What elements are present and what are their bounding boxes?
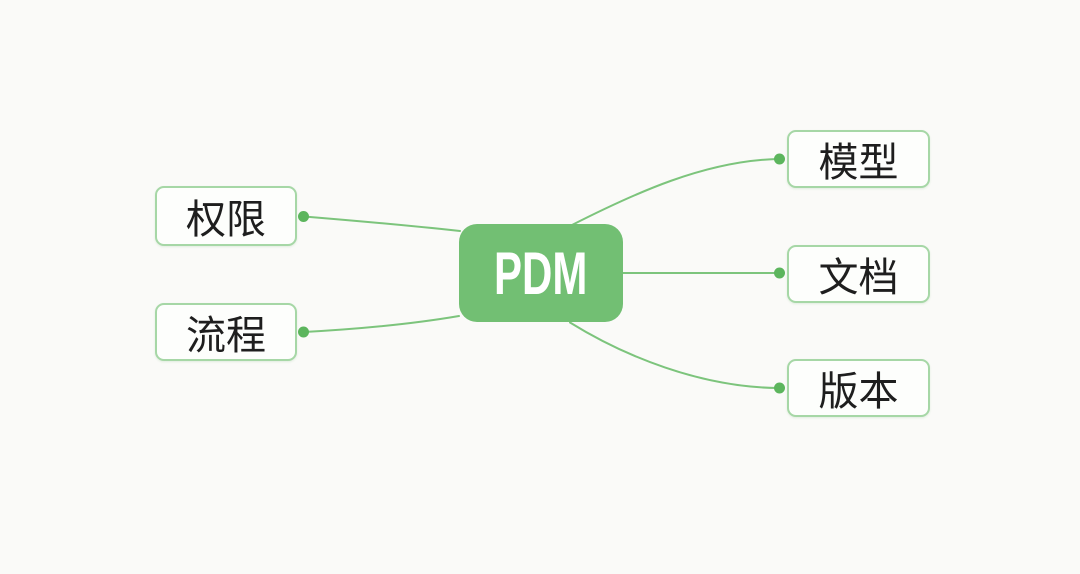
anchor-dot-permission: [298, 211, 309, 222]
topic-version[interactable]: 版本: [787, 359, 930, 417]
edge-root-to-permission: [303, 215, 461, 232]
topic-permission[interactable]: 权限: [155, 186, 297, 246]
edge-root-to-process: [303, 315, 460, 333]
anchor-dot-model: [774, 153, 785, 165]
root-topic-label: PDM: [494, 239, 588, 307]
topic-label: 文档: [818, 256, 899, 300]
topic-label: 版本: [818, 370, 899, 414]
anchor-dot-process: [298, 326, 309, 338]
topic-label: 流程: [186, 314, 266, 358]
topic-document[interactable]: 文档: [787, 245, 930, 303]
edge-root-to-model: [571, 158, 778, 226]
topic-model[interactable]: 模型: [787, 130, 930, 188]
anchor-dot-document: [774, 267, 785, 279]
topic-label: 模型: [818, 141, 899, 185]
topic-label: 权限: [186, 198, 266, 242]
anchor-dot-version: [774, 382, 785, 394]
root-topic-pdm[interactable]: PDM: [459, 224, 623, 322]
topic-process[interactable]: 流程: [155, 303, 297, 361]
edge-root-to-version: [569, 321, 778, 389]
